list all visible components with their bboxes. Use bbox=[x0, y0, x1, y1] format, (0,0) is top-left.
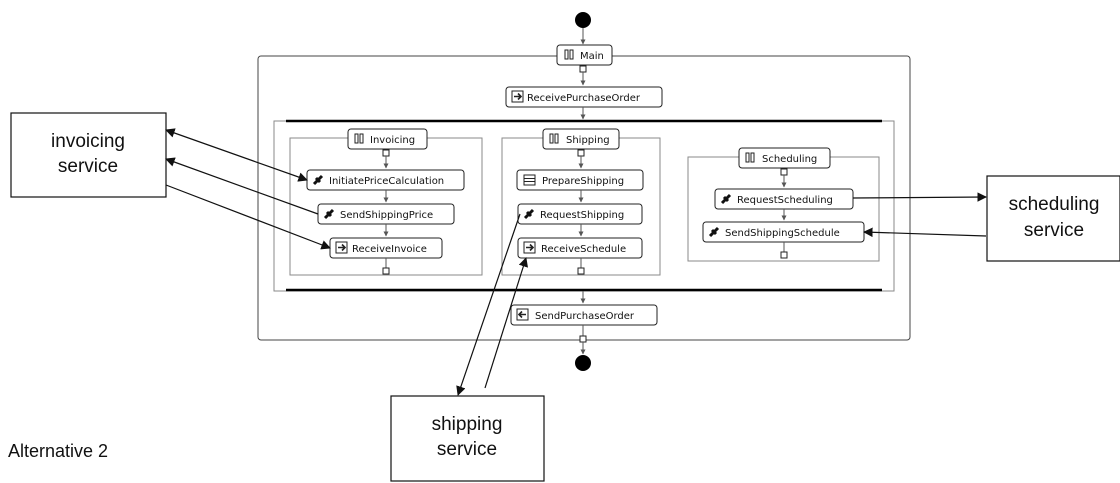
scheduling-service-box: scheduling service bbox=[986, 175, 1120, 262]
invoicing-sequence-node[interactable]: Invoicing bbox=[347, 128, 428, 150]
main-label: Main bbox=[580, 51, 604, 62]
collapse-handle[interactable] bbox=[577, 149, 585, 157]
invoke-icon bbox=[312, 174, 324, 186]
collapse-handle[interactable] bbox=[780, 168, 788, 176]
sequence-icon bbox=[549, 133, 559, 144]
receive-purchase-order-label: ReceivePurchaseOrder bbox=[527, 93, 641, 104]
receive-icon bbox=[511, 90, 524, 103]
receive-invoice-node[interactable]: ReceiveInvoice bbox=[329, 237, 443, 259]
receive-schedule-node[interactable]: ReceiveSchedule bbox=[517, 237, 643, 259]
send-purchase-order-label: SendPurchaseOrder bbox=[535, 311, 635, 322]
request-shipping-label: RequestShipping bbox=[540, 210, 624, 221]
receive-icon bbox=[335, 241, 348, 254]
shipping-service-label-1: shipping bbox=[432, 414, 503, 435]
prepare-shipping-label: PrepareShipping bbox=[542, 176, 624, 187]
edge-requestshipping-to-shipping bbox=[456, 213, 521, 396]
send-purchase-order-node[interactable]: SendPurchaseOrder bbox=[510, 304, 658, 326]
caption: Alternative 2 bbox=[8, 441, 108, 461]
main-node[interactable]: Main bbox=[556, 44, 613, 66]
send-shipping-schedule-label: SendShippingSchedule bbox=[725, 228, 840, 239]
shipping-title: Shipping bbox=[566, 135, 610, 146]
invoicing-service-label-1: invoicing bbox=[51, 131, 125, 152]
collapse-handle[interactable] bbox=[780, 251, 788, 259]
assign-icon bbox=[523, 174, 536, 186]
edge-shipping-to-receiveschedule bbox=[484, 257, 528, 389]
invoicing-title: Invoicing bbox=[370, 135, 415, 146]
request-shipping-node[interactable]: RequestShipping bbox=[517, 203, 643, 225]
sequence-icon bbox=[564, 49, 574, 60]
invoicing-service-label-2: service bbox=[58, 156, 118, 177]
sequence-icon bbox=[354, 133, 364, 144]
scheduling-sequence-node[interactable]: Scheduling bbox=[738, 147, 831, 169]
collapse-handle[interactable] bbox=[382, 267, 390, 275]
invoke-icon bbox=[323, 208, 335, 220]
shipping-service-box: shipping service bbox=[390, 395, 545, 482]
invoicing-service-box: invoicing service bbox=[10, 112, 167, 198]
initiate-price-calculation-label: InitiatePriceCalculation bbox=[329, 176, 444, 187]
scheduling-title: Scheduling bbox=[762, 154, 817, 165]
edge-initiate-to-invoicing bbox=[165, 128, 308, 182]
collapse-handle[interactable] bbox=[579, 65, 587, 73]
start-node bbox=[575, 12, 591, 28]
scheduling-service-label-2: service bbox=[1024, 220, 1084, 241]
sequence-icon bbox=[745, 152, 755, 163]
scheduling-service-label-1: scheduling bbox=[1009, 194, 1100, 215]
invoke-icon bbox=[523, 208, 535, 220]
edge-sendprice-to-invoicing bbox=[165, 157, 319, 215]
collapse-handle[interactable] bbox=[577, 267, 585, 275]
send-shipping-price-node[interactable]: SendShippingPrice bbox=[317, 203, 455, 225]
collapse-handle[interactable] bbox=[382, 149, 390, 157]
shipping-sequence-node[interactable]: Shipping bbox=[542, 128, 620, 150]
reply-icon bbox=[516, 308, 529, 321]
end-node bbox=[575, 355, 591, 371]
collapse-handle[interactable] bbox=[579, 335, 587, 343]
receive-invoice-label: ReceiveInvoice bbox=[352, 244, 427, 255]
send-shipping-schedule-node[interactable]: SendShippingSchedule bbox=[702, 221, 865, 243]
edge-invoicing-to-receiveinvoice bbox=[165, 184, 331, 250]
invoke-icon bbox=[720, 193, 732, 205]
initiate-price-calculation-node[interactable]: InitiatePriceCalculation bbox=[306, 169, 465, 191]
request-scheduling-node[interactable]: RequestScheduling bbox=[714, 188, 854, 210]
send-shipping-price-label: SendShippingPrice bbox=[340, 210, 433, 221]
request-scheduling-label: RequestScheduling bbox=[737, 195, 833, 206]
shipping-service-label-2: service bbox=[437, 439, 497, 460]
prepare-shipping-node[interactable]: PrepareShipping bbox=[516, 169, 644, 191]
receive-icon bbox=[523, 241, 536, 254]
edge-requestscheduling-to-scheduling bbox=[852, 192, 987, 202]
receive-schedule-label: ReceiveSchedule bbox=[541, 244, 626, 255]
edge-scheduling-to-sendschedule bbox=[863, 227, 987, 238]
invoke-icon bbox=[708, 226, 720, 238]
receive-purchase-order-node[interactable]: ReceivePurchaseOrder bbox=[505, 86, 663, 108]
